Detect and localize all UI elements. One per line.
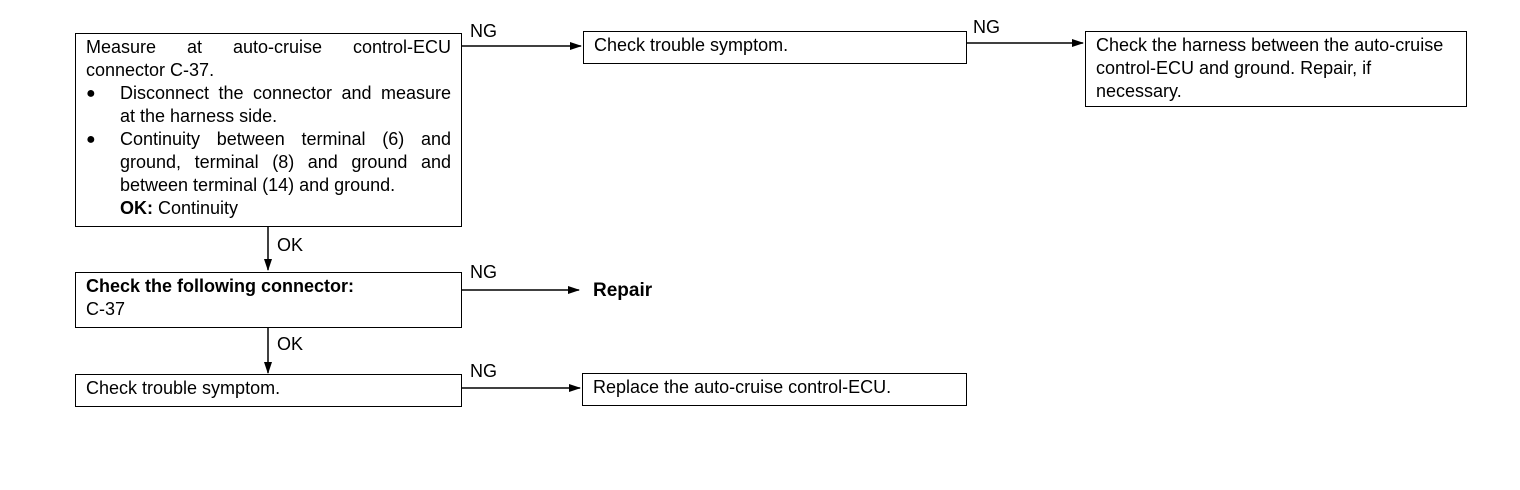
ok-label-connector: OK [277, 334, 304, 354]
check-symptom-top-text: Check trouble symptom. [594, 35, 789, 55]
check-connector-code: C-37 [86, 299, 126, 319]
check-harness-text: Check the harness between the auto-cruis… [1096, 35, 1444, 101]
measure-ok-criteria: OK: Continuity [86, 197, 451, 220]
replace-ecu-box: Replace the auto-cruise control-ECU. [582, 373, 967, 406]
check-connector-title: Check the following connector: [86, 276, 355, 296]
ok-label-measure: OK [277, 235, 304, 255]
check-symptom-bottom-box: Check trouble symptom. [75, 374, 462, 407]
ng-label-measure: NG [470, 21, 497, 41]
bullet-dot-icon: ● [86, 131, 96, 148]
check-harness-box: Check the harness between the auto-cruis… [1085, 31, 1467, 107]
measure-bullet-continuity-text: Continuity between terminal (6) and grou… [120, 129, 451, 195]
check-connector-box: Check the following connector: C-37 [75, 272, 462, 328]
measure-bullet-disconnect-text: Disconnect the connector and measure at … [120, 83, 451, 126]
measure-bullet-continuity: ● Continuity between terminal (6) and gr… [86, 128, 451, 197]
measure-bullet-disconnect: ● Disconnect the connector and measure a… [86, 82, 451, 128]
ng-label-symptom-bottom: NG [470, 361, 497, 381]
check-symptom-top-box: Check trouble symptom. [583, 31, 967, 64]
repair-action: Repair [593, 280, 653, 301]
measure-heading-line-2: connector C-37. [86, 60, 215, 80]
bullet-dot-icon: ● [86, 85, 96, 102]
measure-step-box: Measure at auto-cruise control-ECU conne… [75, 33, 462, 227]
ng-label-symptom-top: NG [973, 17, 1000, 37]
check-symptom-bottom-text: Check trouble symptom. [86, 378, 281, 398]
replace-ecu-text: Replace the auto-cruise control-ECU. [593, 377, 892, 397]
ng-label-connector: NG [470, 262, 497, 282]
measure-ok-label: OK: [120, 198, 153, 218]
measure-ok-value: Continuity [158, 198, 239, 218]
measure-heading-line-1: Measure at auto-cruise control-ECU [86, 37, 451, 57]
